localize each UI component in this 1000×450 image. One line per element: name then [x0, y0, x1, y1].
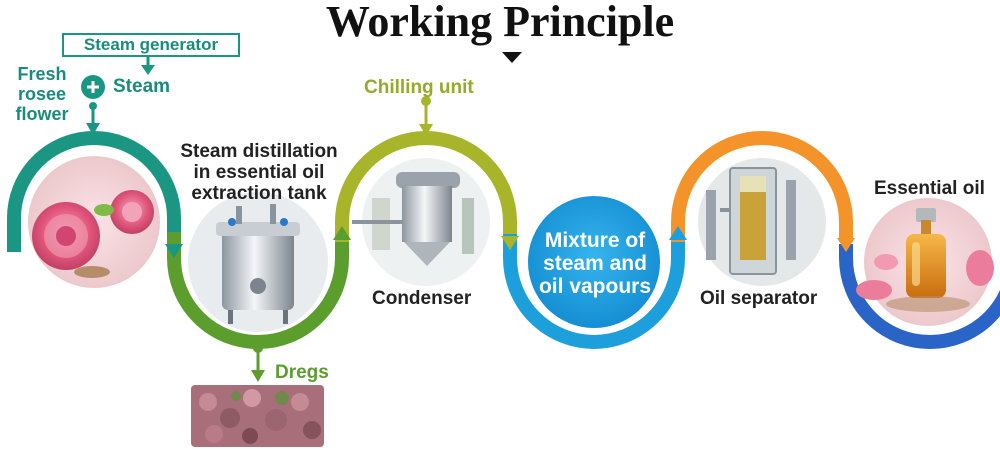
- oil-separator-icon: [698, 158, 826, 286]
- steam-distillation-label: Steam distillation in essential oil extr…: [180, 141, 338, 204]
- dregs-label: Dregs: [275, 362, 329, 383]
- arrow-down-icon: [419, 124, 433, 136]
- mixture-label: Mixture of steam and oil vapours: [538, 229, 652, 298]
- flow-arrow-3-icon: [501, 236, 519, 250]
- arc-olive: [335, 131, 517, 242]
- title-triangle-icon: [502, 52, 522, 63]
- oil-separator-label: Oil separator: [700, 288, 818, 309]
- arc-blue: [839, 244, 1000, 349]
- rose-flower-icon: [28, 156, 160, 288]
- flow-arrow-2-icon: [333, 226, 351, 240]
- flow-arrow-5-icon: [837, 238, 855, 252]
- flow-arrow-1-icon: [165, 244, 183, 258]
- dregs-icon: [191, 385, 324, 447]
- mixture-circle: [528, 196, 660, 328]
- arc-orange: [671, 131, 853, 242]
- essential-oil-bottle-icon: [856, 198, 994, 326]
- arrow-down-icon: [86, 123, 100, 135]
- arc-green: [167, 232, 349, 349]
- steam-generator-label: Steam generator: [62, 33, 240, 57]
- arrow-down-icon: [141, 65, 155, 75]
- essential-oil-label: Essential oil: [874, 178, 985, 199]
- extraction-tank-icon: [188, 192, 328, 332]
- flow-arrow-4-icon: [669, 226, 687, 240]
- page-title: Working Principle: [325, 0, 675, 46]
- arc-teal: [7, 131, 181, 252]
- chilling-unit-label: Chilling unit: [364, 77, 474, 98]
- fresh-rose-flower-label: Fresh rosee flower: [15, 64, 69, 124]
- condenser-icon: [352, 158, 490, 286]
- condenser-label: Condenser: [372, 288, 472, 309]
- arrow-down-icon: [251, 370, 265, 382]
- arc-sky: [503, 234, 685, 349]
- steam-label: Steam: [113, 76, 171, 97]
